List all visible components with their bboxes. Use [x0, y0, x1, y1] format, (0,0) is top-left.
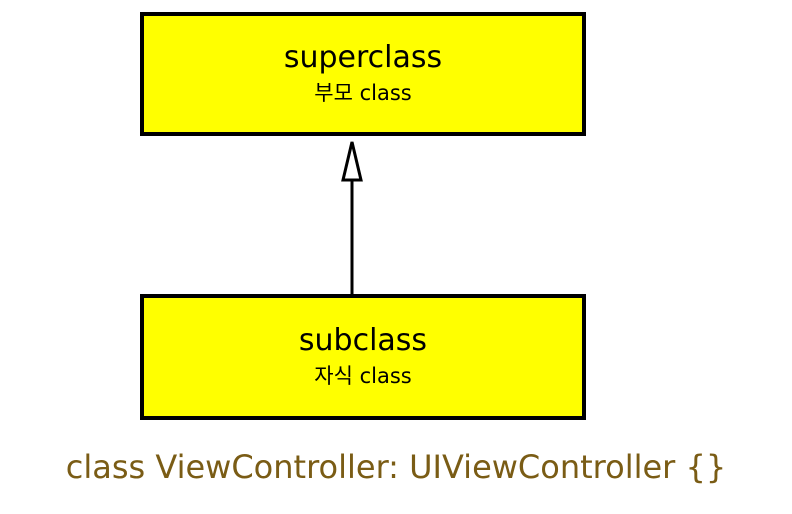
- superclass-subtitle: 부모 class: [314, 81, 412, 106]
- superclass-box: superclass 부모 class: [140, 12, 586, 136]
- code-example: class ViewController: UIViewController {…: [65, 448, 727, 486]
- subclass-name: subclass: [298, 323, 428, 359]
- subclass-box: subclass 자식 class: [140, 294, 586, 420]
- subclass-subtitle: 자식 class: [314, 364, 412, 389]
- superclass-name: superclass: [283, 40, 443, 76]
- inheritance-arrowhead: [341, 141, 363, 182]
